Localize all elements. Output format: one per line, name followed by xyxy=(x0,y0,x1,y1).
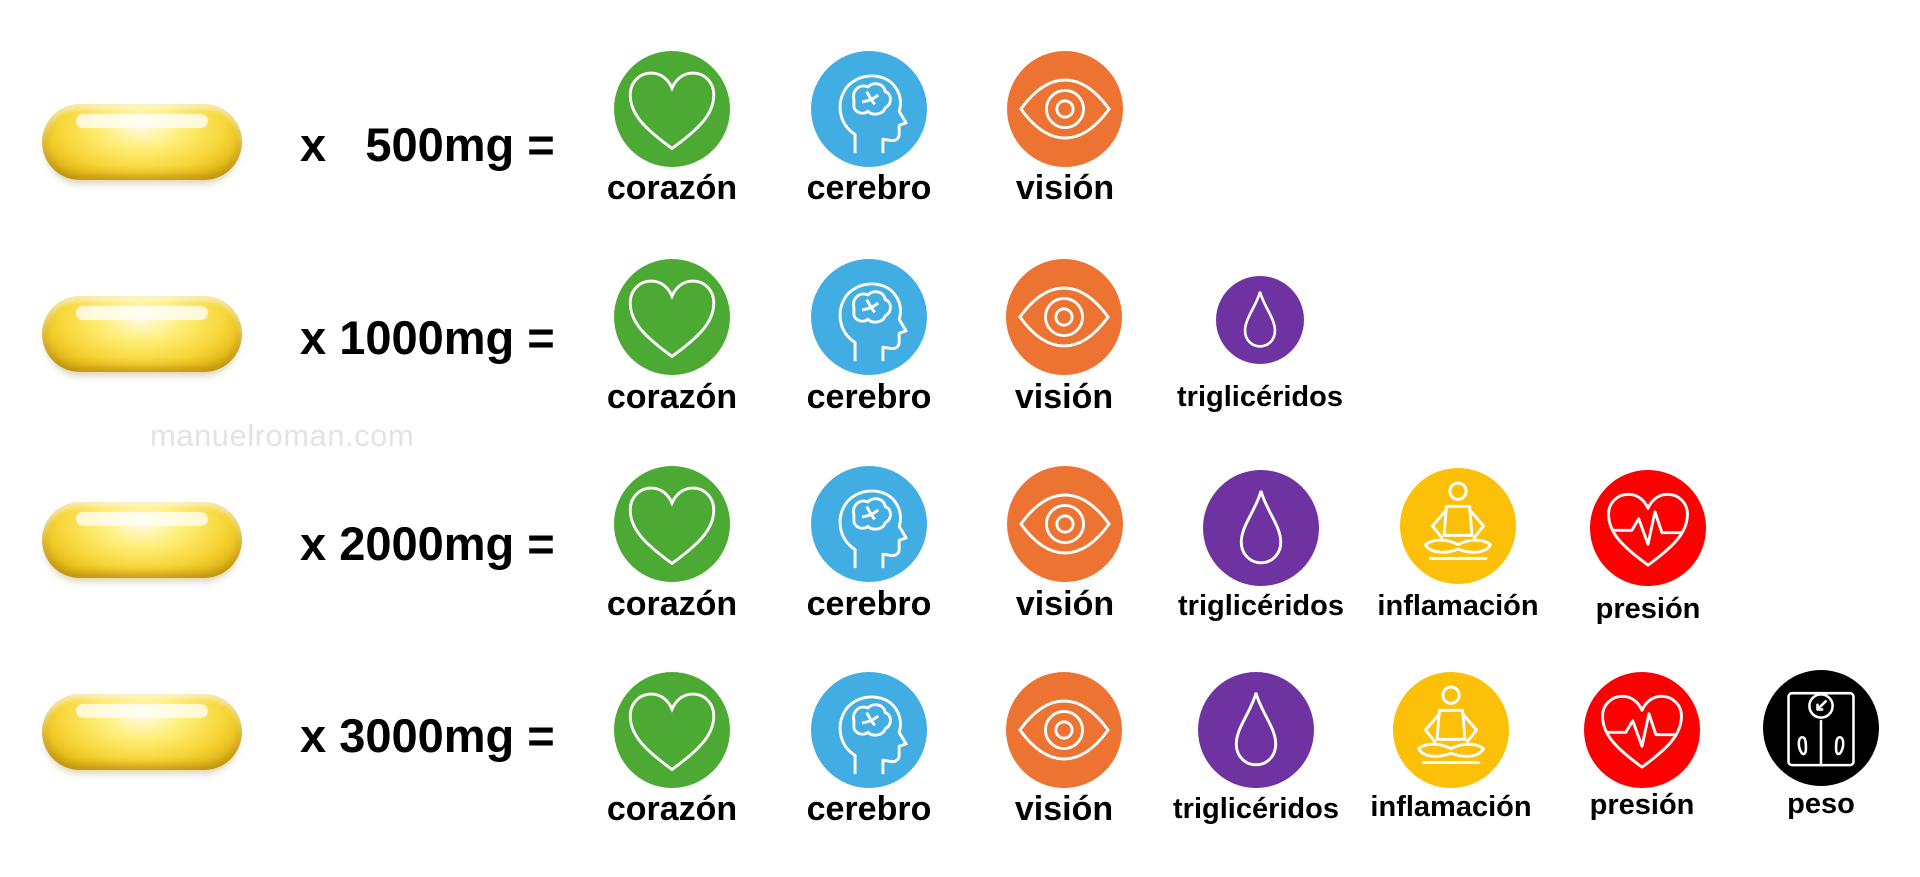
eye-icon xyxy=(1007,466,1123,582)
benefit-label: visión xyxy=(1014,378,1114,416)
heart-icon xyxy=(614,672,730,788)
eye-icon xyxy=(1007,51,1123,167)
benefit-label: presión xyxy=(1589,789,1695,821)
heart-icon xyxy=(614,51,730,167)
dose-label: x 500mg = xyxy=(300,118,555,171)
omega3-capsule xyxy=(42,296,242,372)
benefit-label: corazón xyxy=(606,378,738,416)
benefit-label: triglicéridos xyxy=(1173,793,1339,825)
benefit-label: peso xyxy=(1787,788,1855,820)
benefit-label: cerebro xyxy=(806,790,932,828)
benefit-label: corazón xyxy=(606,585,738,623)
drop-icon xyxy=(1203,470,1319,586)
benefit-label: corazón xyxy=(606,790,738,828)
omega3-capsule xyxy=(42,694,242,770)
benefit-label: cerebro xyxy=(806,378,932,416)
dose-label: x 1000mg = xyxy=(300,311,555,364)
eye-icon xyxy=(1006,259,1122,375)
benefit-label: inflamación xyxy=(1370,791,1532,823)
benefit-label: visión xyxy=(1015,169,1115,207)
heartbeat-icon xyxy=(1590,470,1706,586)
dose-label: x 3000mg = xyxy=(300,709,555,762)
heartbeat-icon xyxy=(1584,672,1700,788)
eye-icon xyxy=(1006,672,1122,788)
meditation-icon xyxy=(1393,672,1509,788)
heart-icon xyxy=(614,466,730,582)
scale-icon xyxy=(1763,670,1879,786)
benefit-label: triglicéridos xyxy=(1178,590,1344,622)
benefit-label: inflamación xyxy=(1377,590,1539,622)
dose-row-3000: x 3000mg = corazón cerebro visión trigli… xyxy=(0,670,1920,850)
brain-head-icon xyxy=(811,51,927,167)
benefit-label: visión xyxy=(1014,790,1114,828)
omega3-capsule xyxy=(42,502,242,578)
heart-icon xyxy=(614,259,730,375)
brain-head-icon xyxy=(811,259,927,375)
dose-row-2000: x 2000mg = corazón cerebro visión trigli… xyxy=(0,460,1920,640)
brain-head-icon xyxy=(811,466,927,582)
drop-icon xyxy=(1198,672,1314,788)
meditation-icon xyxy=(1400,468,1516,584)
dose-row-500: x 500mg = corazón cerebro visión xyxy=(0,40,1920,220)
benefit-label: cerebro xyxy=(806,169,932,207)
brain-head-icon xyxy=(811,672,927,788)
benefit-label: visión xyxy=(1015,585,1115,623)
dose-row-1000: x 1000mg = corazón cerebro visión trigli… xyxy=(0,250,1920,430)
watermark-text: manuelroman.com xyxy=(150,418,415,453)
benefit-label: presión xyxy=(1595,593,1701,625)
omega3-capsule xyxy=(42,104,242,180)
benefit-label: corazón xyxy=(606,169,738,207)
benefit-label: cerebro xyxy=(806,585,932,623)
dose-label: x 2000mg = xyxy=(300,517,555,570)
benefit-label: triglicéridos xyxy=(1177,381,1343,413)
drop-icon xyxy=(1216,276,1304,364)
